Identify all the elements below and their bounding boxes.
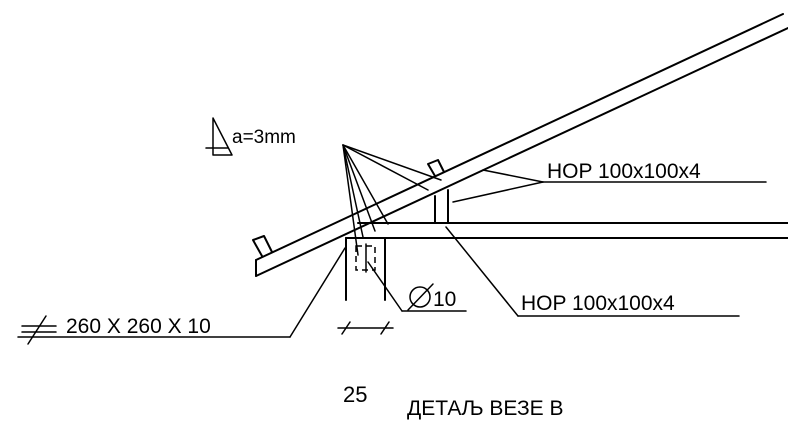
hop-upper-callout: HOP 100x100x4: [452, 160, 767, 203]
hop-lower-callout: HOP 100x100x4: [445, 226, 740, 317]
hop-upper-label: HOP 100x100x4: [547, 160, 701, 183]
purlin-clip-left: [252, 235, 273, 257]
weld-callout: a=3mm: [205, 117, 442, 256]
detail-title: ДЕТАЉ ВЕЗЕ В: [407, 397, 564, 420]
purlin-clip-right: [427, 159, 445, 177]
bolt-diameter-label: 10: [433, 288, 456, 311]
bolt-callout: 10: [367, 261, 467, 312]
vertical-stiffener: [434, 189, 449, 224]
plate-thickness-icon: [21, 315, 57, 345]
column-section: [345, 237, 386, 301]
hop-lower-label: HOP 100x100x4: [521, 292, 675, 315]
plate-label: 260 X 260 X 10: [66, 315, 211, 338]
diameter-icon: [407, 283, 434, 311]
column-width-dimension: [337, 321, 394, 335]
weld-size-label: a=3mm: [232, 127, 296, 148]
weld-leader-lines: [342, 144, 442, 256]
horizontal-beam: [345, 222, 788, 239]
plate-callout: 260 X 260 X 10: [17, 247, 346, 345]
detail-number: 25: [343, 382, 367, 407]
inclined-rafter: [255, 13, 788, 277]
weld-triangle-icon: [205, 117, 233, 156]
